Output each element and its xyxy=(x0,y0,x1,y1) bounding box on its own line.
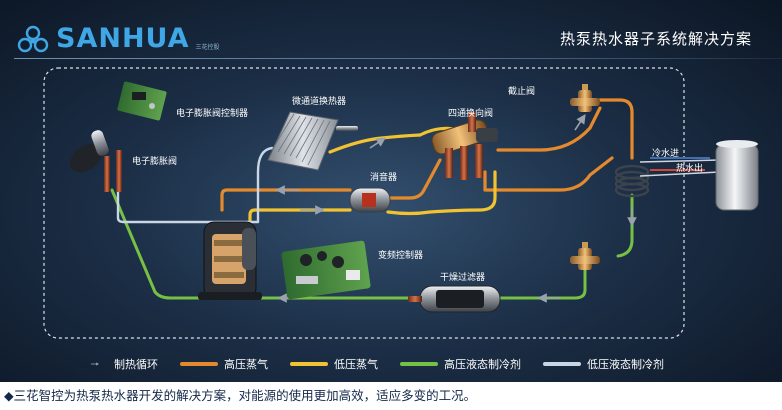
high-pressure-liquid-pipes xyxy=(110,188,634,300)
high-pressure-vapor-pipes xyxy=(220,98,634,212)
arrow-icon xyxy=(91,362,99,366)
sanhua-logo-icon xyxy=(17,25,49,53)
stop-valve-label: 截止阀 xyxy=(508,87,536,97)
water-coil xyxy=(614,164,650,198)
four-way-valve-label: 四通换向阀 xyxy=(448,109,494,119)
legend-label: 高压液态制冷剂 xyxy=(444,358,521,371)
title-divider xyxy=(14,58,782,59)
line-swatch xyxy=(543,362,581,366)
legend-item-high-pressure-vapor: 高压蒸气 xyxy=(180,356,268,372)
legend-label: 高压蒸气 xyxy=(224,358,268,371)
logo: SANHUA 三花控股 xyxy=(16,24,220,54)
cold-water-in-label: 冷水进 xyxy=(652,149,680,159)
eev-label: 电子膨胀阀 xyxy=(132,157,178,167)
legend-item-high-pressure-liquid: 高压液态制冷剂 xyxy=(400,356,521,372)
legend-item-low-pressure-vapor: 低压蒸气 xyxy=(290,356,378,372)
system-diagram xyxy=(43,67,759,339)
legend-label: 低压蒸气 xyxy=(334,358,378,371)
inverter-controller-board xyxy=(281,240,371,300)
four-way-valve xyxy=(431,112,498,180)
footer-caption: ◆三花智控为热泵热水器开发的解决方案，对能源的使用更加高效，适应多变的工况。 xyxy=(0,382,782,410)
water-tank xyxy=(715,140,759,211)
water-pipes xyxy=(639,159,721,177)
diagram-stage: SANHUA 三花控股 热泵热水器子系统解决方案 xyxy=(0,0,782,382)
brand-subtitle: 三花控股 xyxy=(195,43,220,51)
microchannel-heat-exchanger xyxy=(267,111,358,171)
legend-item-heating-cycle: 制热循环 xyxy=(84,356,158,372)
legend-label: 低压液态制冷剂 xyxy=(587,358,664,371)
line-swatch xyxy=(180,362,218,366)
line-swatch xyxy=(400,362,438,366)
legend-item-low-pressure-liquid: 低压液态制冷剂 xyxy=(543,356,664,372)
line-swatch xyxy=(290,362,328,366)
stop-valve-bottom xyxy=(570,242,600,270)
muffler xyxy=(349,187,391,213)
eev-controller-board xyxy=(117,81,167,121)
legend: 制热循环 高压蒸气 低压蒸气 高压液态制冷剂 低压液态制冷剂 xyxy=(0,346,782,382)
eev-controller-label: 电子膨胀阀控制器 xyxy=(176,109,249,119)
filter-drier-label: 干燥过滤器 xyxy=(440,273,486,283)
page-title: 热泵热水器子系统解决方案 xyxy=(560,30,753,48)
microchannel-hx-label: 微通道换热器 xyxy=(292,97,347,107)
inverter-controller-label: 变频控制器 xyxy=(378,251,424,261)
filter-drier xyxy=(408,285,501,313)
compressor xyxy=(198,221,262,300)
stop-valve-top xyxy=(570,84,600,112)
muffler-label: 消音器 xyxy=(370,173,398,183)
legend-label: 制热循环 xyxy=(114,358,158,371)
hot-water-out-label: 热水出 xyxy=(676,164,704,174)
brand-name: SANHUA xyxy=(56,23,190,54)
electronic-expansion-valve xyxy=(69,130,122,192)
low-pressure-liquid-pipes xyxy=(116,146,274,224)
system-boundary xyxy=(43,67,685,339)
